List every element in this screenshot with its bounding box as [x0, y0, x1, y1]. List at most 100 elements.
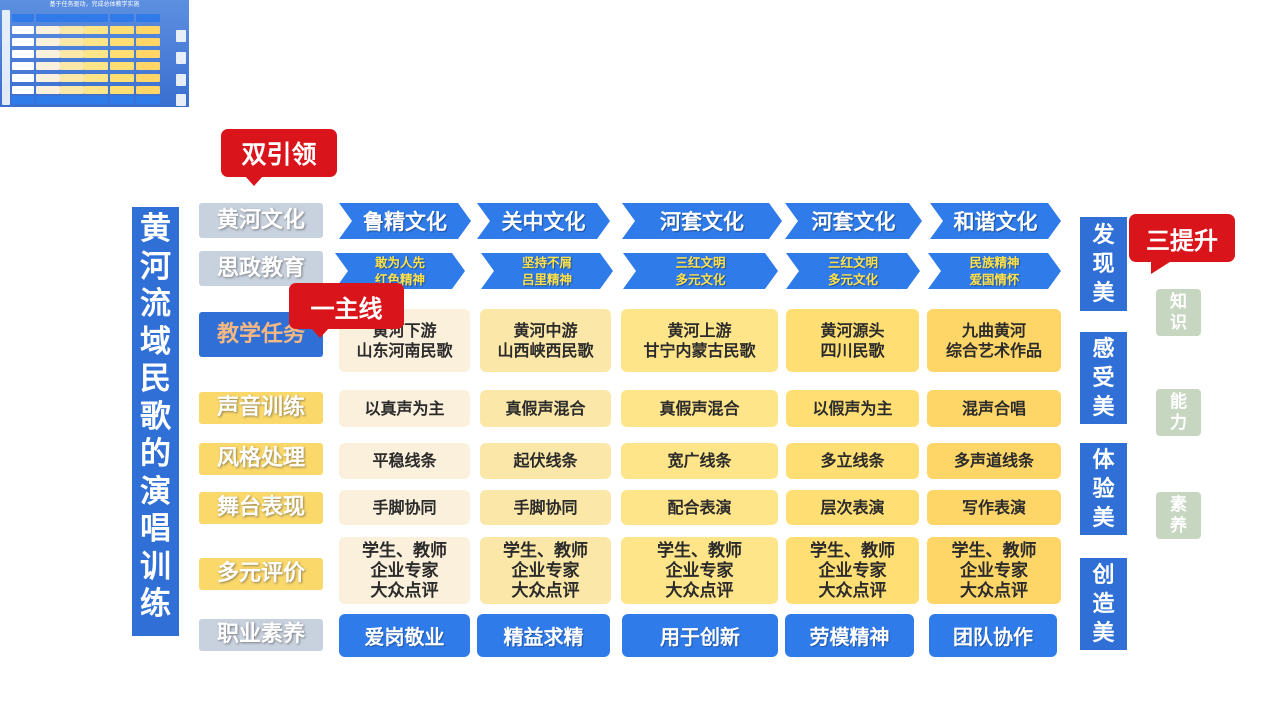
thumbnail-cell — [60, 86, 84, 94]
evaluation-line: 企业专家 — [818, 560, 887, 581]
thumbnail-cell — [110, 86, 134, 94]
voice-box-2: 真假声混合 — [480, 390, 611, 427]
stage-box-5: 写作表演 — [927, 490, 1061, 525]
ideology-chevron-2: 坚持不屑吕里精神 — [481, 253, 613, 289]
stage-box-2: 手脚协同 — [480, 490, 611, 525]
thumbnail-side-box — [176, 30, 186, 42]
stage-box-1: 手脚协同 — [339, 490, 470, 525]
thumbnail-cell — [12, 74, 34, 82]
task-box-5: 九曲黄河综合艺术作品 — [927, 309, 1061, 372]
culture-chevron-5: 和谐文化 — [930, 203, 1061, 239]
improve-knowledge: 知识 — [1156, 289, 1201, 336]
thumbnail-cell — [12, 26, 34, 34]
style-box-1: 平稳线条 — [339, 443, 470, 479]
style-box-5: 多声道线条 — [927, 443, 1061, 479]
beauty-create: 创造美 — [1080, 558, 1127, 650]
thumbnail-cell — [12, 96, 34, 104]
culture-chevron-1: 鲁精文化 — [339, 203, 471, 239]
evaluation-line: 大众点评 — [665, 580, 734, 601]
evaluation-line: 企业专家 — [370, 560, 439, 581]
task-box-4: 黄河源头四川民歌 — [786, 309, 919, 372]
thumbnail-cell — [110, 14, 134, 22]
row-label-evaluation: 多元评价 — [199, 558, 323, 590]
stage-box-3: 配合表演 — [621, 490, 778, 525]
evaluation-line: 企业专家 — [960, 560, 1028, 581]
thumbnail-cell — [84, 96, 108, 104]
professional-box-3: 用于创新 — [622, 614, 778, 657]
ideology-chevron-5: 民族精神爱国情怀 — [928, 253, 1061, 289]
improve-literacy: 素养 — [1156, 492, 1201, 539]
evaluation-box-2: 学生、教师企业专家大众点评 — [480, 537, 611, 604]
culture-chevron-3: 河套文化 — [622, 203, 782, 239]
thumbnail-cell — [136, 74, 160, 82]
slide-thumbnail[interactable]: 基于任务驱动，完成总体教学实施 — [0, 0, 189, 107]
task-line: 黄河中游 — [513, 320, 578, 340]
evaluation-line: 学生、教师 — [362, 540, 447, 561]
ideology-line: 吕里精神 — [521, 272, 572, 287]
thumbnail-cell — [36, 62, 60, 70]
evaluation-line: 大众点评 — [370, 580, 439, 601]
thumbnail-cell — [84, 14, 108, 22]
thumbnail-cell — [60, 96, 84, 104]
evaluation-line: 企业专家 — [511, 560, 580, 581]
callout-main-line: 一主线 — [289, 283, 404, 338]
row-label-ideology: 思政教育 — [199, 251, 323, 286]
ideology-line: 三红文明 — [675, 255, 726, 270]
ideology-chevron-3: 三红文明多元文化 — [623, 253, 778, 289]
task-box-1: 黄河下游山东河南民歌 — [339, 309, 470, 372]
ideology-line: 多元文化 — [827, 272, 878, 287]
task-box-2: 黄河中游山西峡西民歌 — [480, 309, 611, 372]
ideology-line: 坚持不屑 — [521, 255, 572, 270]
thumbnail-side-box — [176, 74, 186, 86]
thumbnail-cell — [36, 38, 60, 46]
thumbnail-cell — [36, 86, 60, 94]
thumbnail-cell — [12, 38, 34, 46]
voice-box-5: 混声合唱 — [927, 390, 1061, 427]
thumbnail-cell — [36, 96, 60, 104]
evaluation-box-1: 学生、教师企业专家大众点评 — [339, 537, 470, 604]
task-line: 四川民歌 — [820, 340, 885, 360]
ideology-line: 敢为人先 — [374, 255, 425, 270]
callout-dual-lead: 双引领 — [221, 129, 337, 186]
evaluation-line: 企业专家 — [665, 560, 734, 581]
thumbnail-cell — [136, 86, 160, 94]
style-box-2: 起伏线条 — [480, 443, 611, 479]
style-box-4: 多立线条 — [786, 443, 919, 479]
task-line: 黄河源头 — [820, 320, 885, 340]
thumbnail-cell — [84, 62, 108, 70]
professional-box-4: 劳模精神 — [785, 614, 914, 657]
thumbnail-cell — [12, 50, 34, 58]
ideology-line: 民族精神 — [969, 255, 1020, 270]
thumbnail-cell — [136, 96, 160, 104]
evaluation-line: 大众点评 — [960, 580, 1028, 601]
main-title: 黄河流域民歌的演唱训练 — [132, 207, 179, 636]
callout-three-improve: 三提升 — [1129, 214, 1235, 274]
thumbnail-cell — [136, 14, 160, 22]
evaluation-line: 学生、教师 — [657, 540, 742, 561]
task-line: 甘宁内蒙古民歌 — [643, 340, 756, 360]
thumbnail-cell — [136, 38, 160, 46]
row-label-culture: 黄河文化 — [199, 203, 323, 238]
voice-box-4: 以假声为主 — [786, 390, 919, 427]
thumbnail-cell — [60, 14, 84, 22]
ideology-chevron-4: 三红文明多元文化 — [786, 253, 920, 289]
stage-box-4: 层次表演 — [786, 490, 919, 525]
thumbnail-cell — [60, 26, 84, 34]
evaluation-line: 学生、教师 — [810, 540, 895, 561]
row-label-style: 风格处理 — [199, 443, 323, 475]
evaluation-line: 学生、教师 — [503, 540, 588, 561]
thumbnail-cell — [84, 74, 108, 82]
row-label-professional: 职业素养 — [199, 619, 323, 651]
culture-chevron-2: 关中文化 — [477, 203, 610, 239]
beauty-feel: 感受美 — [1080, 332, 1127, 424]
thumbnail-cell — [110, 62, 134, 70]
task-line: 山西峡西民歌 — [497, 340, 594, 360]
style-box-3: 宽广线条 — [621, 443, 778, 479]
thumbnail-cell — [60, 50, 84, 58]
evaluation-box-5: 学生、教师企业专家大众点评 — [927, 537, 1061, 604]
row-label-voice: 声音训练 — [199, 392, 323, 424]
voice-box-1: 以真声为主 — [339, 390, 470, 427]
row-label-stage: 舞台表现 — [199, 492, 323, 524]
thumbnail-cell — [12, 86, 34, 94]
thumbnail-cell — [60, 38, 84, 46]
